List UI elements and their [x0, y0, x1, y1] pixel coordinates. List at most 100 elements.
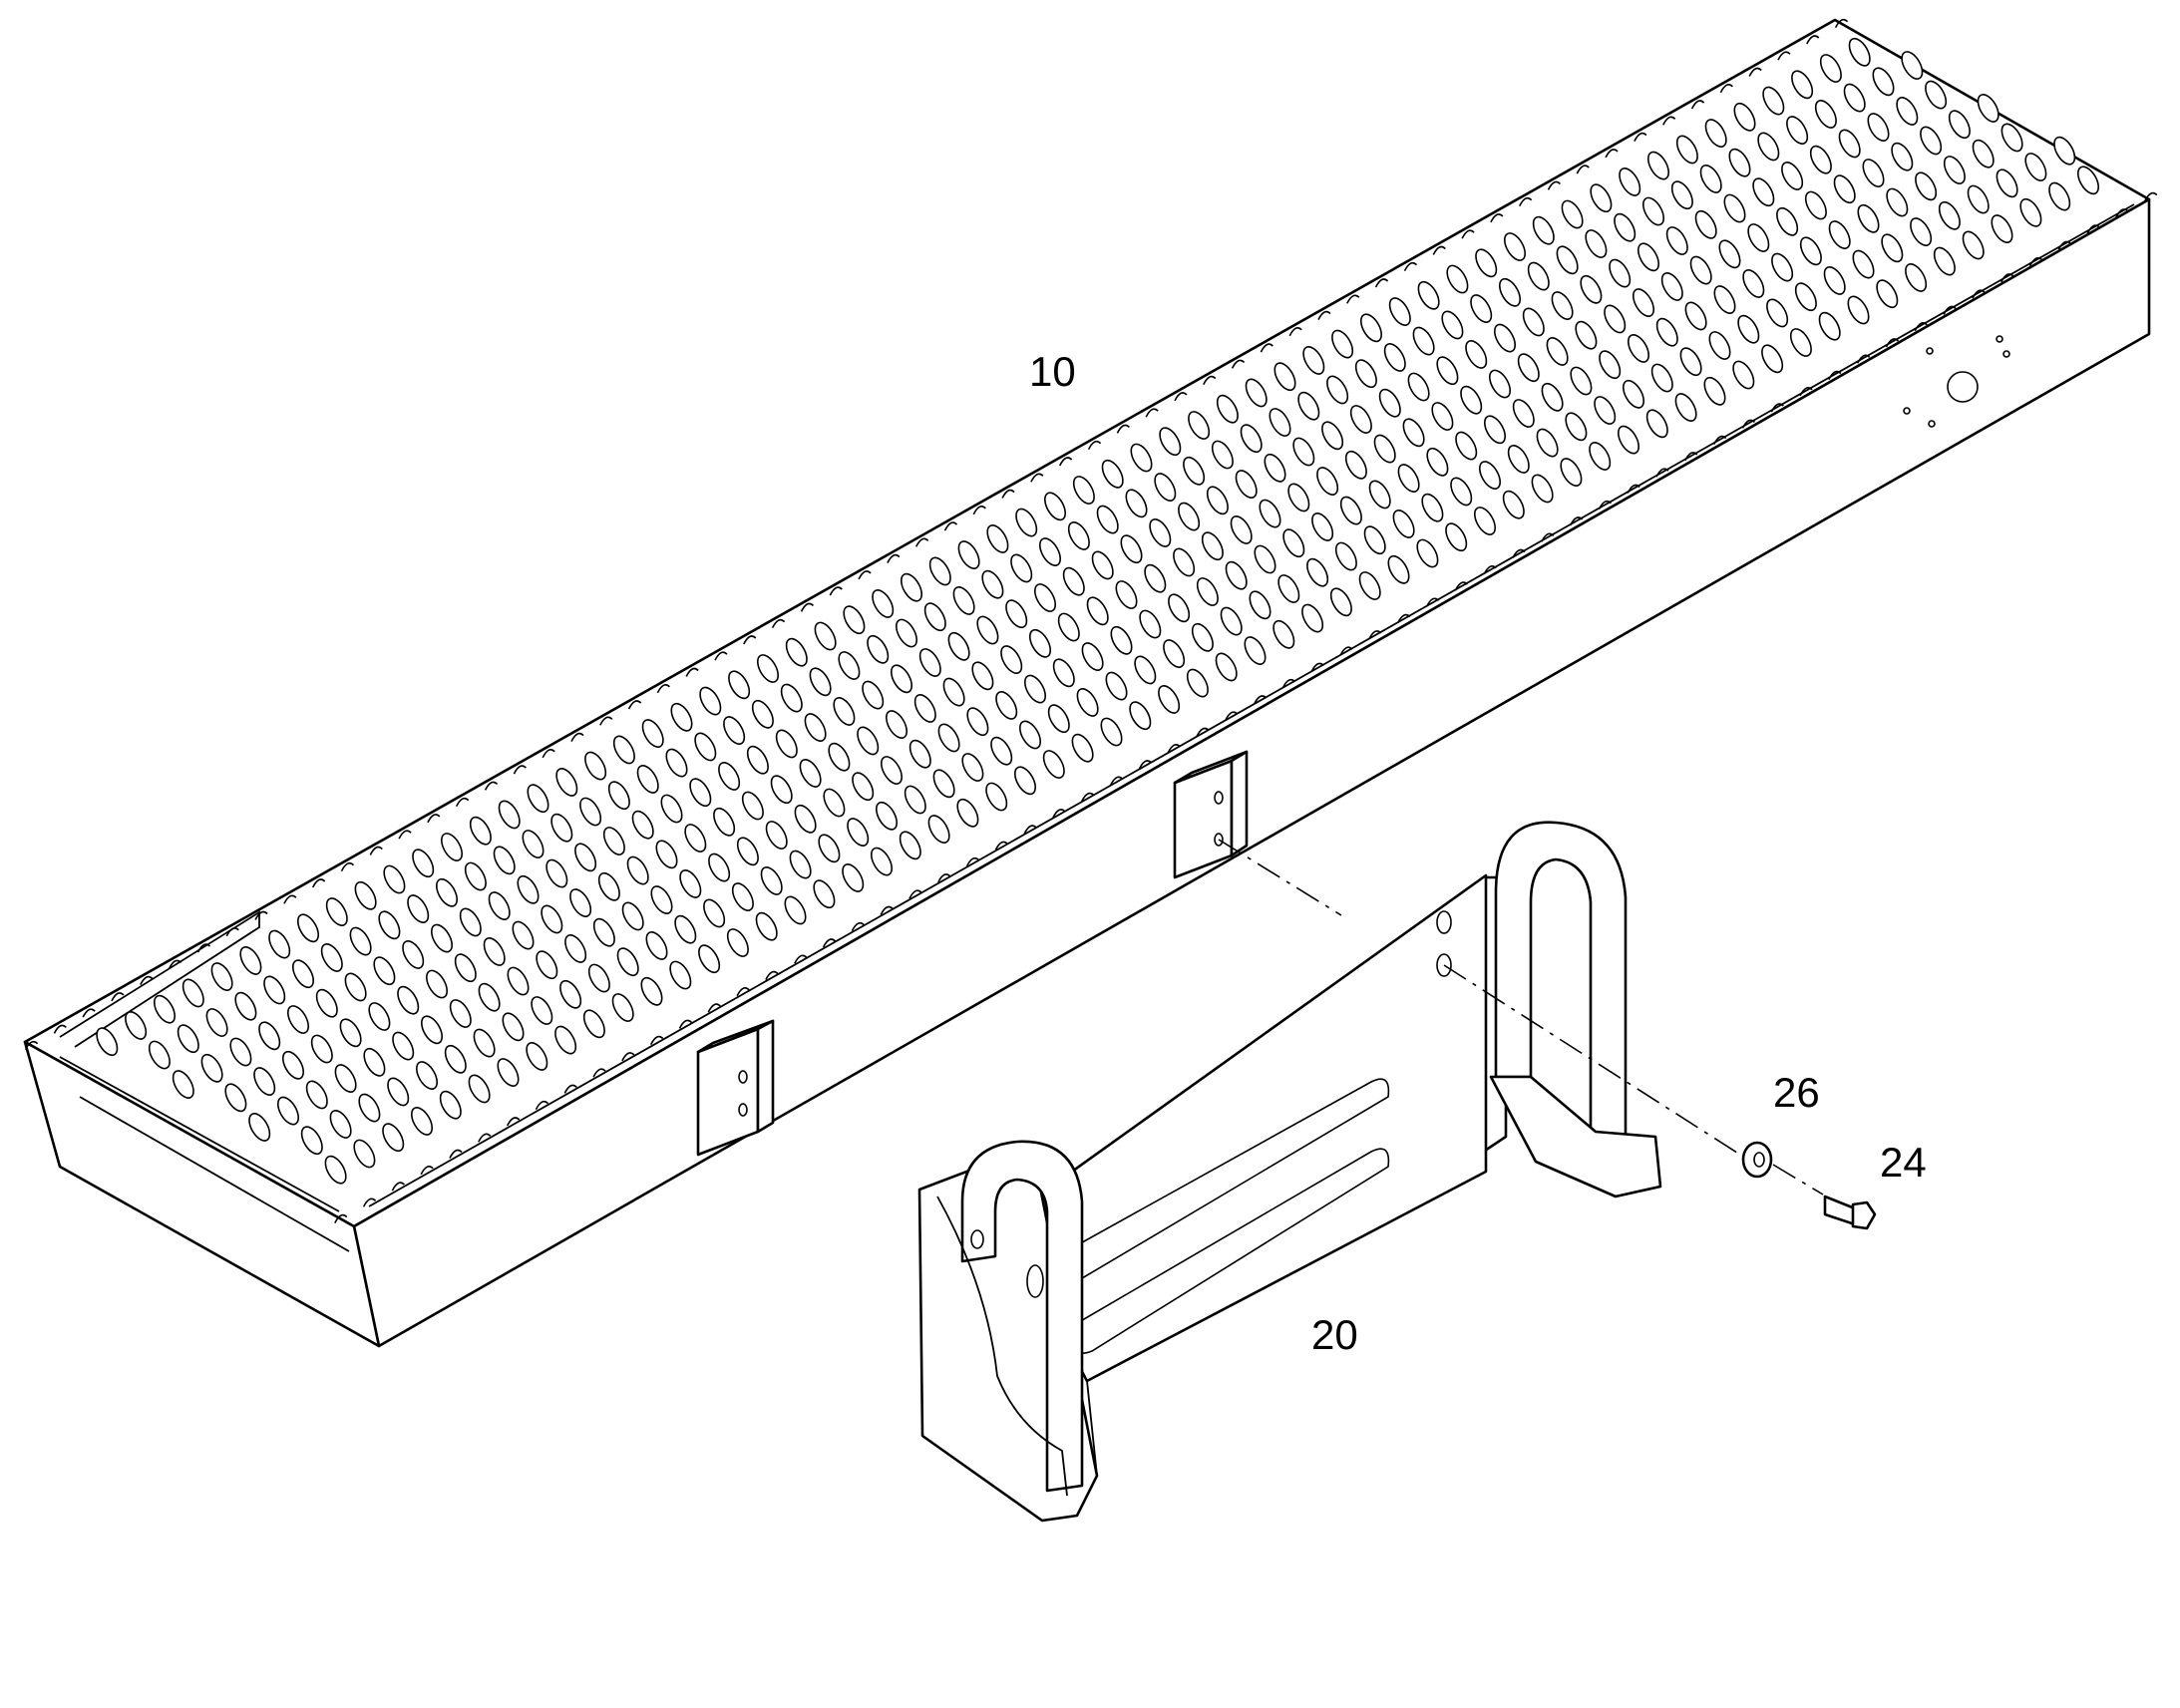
grating-hole [1475, 248, 1498, 278]
grating-hole [584, 751, 607, 781]
grating-hole [1627, 334, 1650, 363]
grating-hole [932, 769, 955, 799]
grating-hole [1033, 583, 1057, 612]
grating-hole [305, 1080, 328, 1110]
grating-tooth [513, 765, 527, 775]
tread-inner-lip [59, 910, 260, 1048]
grating-hole [1776, 206, 1799, 236]
grating-hole [890, 664, 913, 694]
grating-hole [1220, 606, 1243, 636]
grating-hole [1614, 212, 1636, 242]
grating-tooth [2000, 273, 2014, 283]
grating-hole [1302, 346, 1325, 375]
grating-hole [1383, 343, 1406, 372]
grating-hole [971, 661, 994, 691]
grating-tooth [937, 873, 951, 883]
grating-hole [1129, 701, 1152, 731]
grating-hole [96, 1027, 119, 1057]
grating-hole [775, 729, 798, 759]
grating-tooth [1770, 403, 1784, 413]
grating-tooth [1518, 196, 1533, 207]
grating-hole [1473, 507, 1497, 535]
grating-tooth [53, 1024, 67, 1034]
grating-hole [631, 810, 654, 840]
grating-hole [804, 713, 827, 742]
grating-hole [1206, 486, 1229, 515]
grating-tooth [1914, 322, 1928, 332]
grating-hole [1551, 291, 1574, 320]
grating-hole [1402, 418, 1425, 448]
grating-hole [1617, 425, 1640, 455]
grating-tooth [1856, 354, 1871, 364]
grating-hole [1417, 280, 1440, 310]
grating-hole [1570, 366, 1593, 396]
grating-hole [1857, 203, 1880, 233]
grating-hole [1264, 453, 1286, 483]
grating-hole [210, 962, 233, 991]
grating-hole [378, 910, 401, 940]
grating-hole [1789, 328, 1812, 357]
grating-tooth [743, 635, 757, 645]
grating-hole [1013, 766, 1037, 796]
grating-hole [1339, 496, 1362, 525]
grating-hole [1703, 376, 1726, 406]
grating-tooth [1576, 165, 1590, 174]
grating-hole [263, 975, 286, 1005]
grating-hole [880, 756, 904, 785]
grating-tooth [1712, 435, 1727, 445]
grating-hole [1766, 298, 1789, 328]
grating-tooth [1655, 468, 1669, 478]
grating-tooth [1203, 375, 1217, 385]
grating-hole [728, 670, 751, 700]
grating-tooth [1368, 630, 1382, 640]
grating-tooth [1260, 343, 1273, 353]
grating-hole [927, 815, 950, 844]
grating-hole [354, 880, 377, 910]
grating-hole [1259, 499, 1281, 528]
grating-tooth [649, 1035, 664, 1045]
grating-hole [814, 621, 837, 651]
grating-hole [736, 837, 759, 866]
grating-hole [469, 816, 492, 846]
grating-tooth [1231, 359, 1246, 369]
grating-tooth [398, 830, 412, 840]
grating-hole [1512, 399, 1535, 428]
grating-hole [2019, 197, 2042, 227]
grating-tooth [1001, 489, 1015, 499]
grating-hole [153, 994, 177, 1024]
grating-hole [564, 934, 587, 963]
grating-tooth [822, 938, 837, 948]
grating-hole [1704, 119, 1727, 148]
grating-tooth [1690, 100, 1705, 110]
grating-hole [435, 877, 459, 907]
grating-tooth [340, 861, 355, 872]
grating-hole [1015, 508, 1038, 537]
grating-hole [641, 719, 664, 748]
grating-hole [1967, 184, 1990, 214]
grating-hole [703, 898, 726, 928]
grating-hole [1018, 720, 1042, 750]
tread-end-face [23, 1040, 381, 1348]
grating-hole [1641, 196, 1665, 226]
grating-tooth [858, 570, 872, 580]
grating-hole [1847, 295, 1870, 325]
grating-tooth [685, 667, 699, 677]
grating-tooth [449, 1149, 463, 1159]
grating-hole [660, 794, 683, 824]
grating-hole [1645, 409, 1668, 439]
grating-hole [852, 772, 875, 802]
grating-tooth [484, 781, 499, 791]
grating-tooth [678, 1019, 693, 1029]
grating-hole [966, 707, 989, 737]
grating-hole [531, 996, 553, 1025]
grating-tooth [765, 970, 779, 980]
grating-tooth [140, 975, 154, 985]
grating-hole [607, 781, 630, 811]
grating-hole [1211, 440, 1234, 470]
grating-hole [1397, 464, 1420, 493]
grating-tooth [627, 700, 642, 710]
grating-hole [1604, 304, 1627, 334]
grating-hole [636, 765, 659, 794]
grating-hole [1431, 402, 1454, 431]
grating-hole [833, 697, 856, 726]
